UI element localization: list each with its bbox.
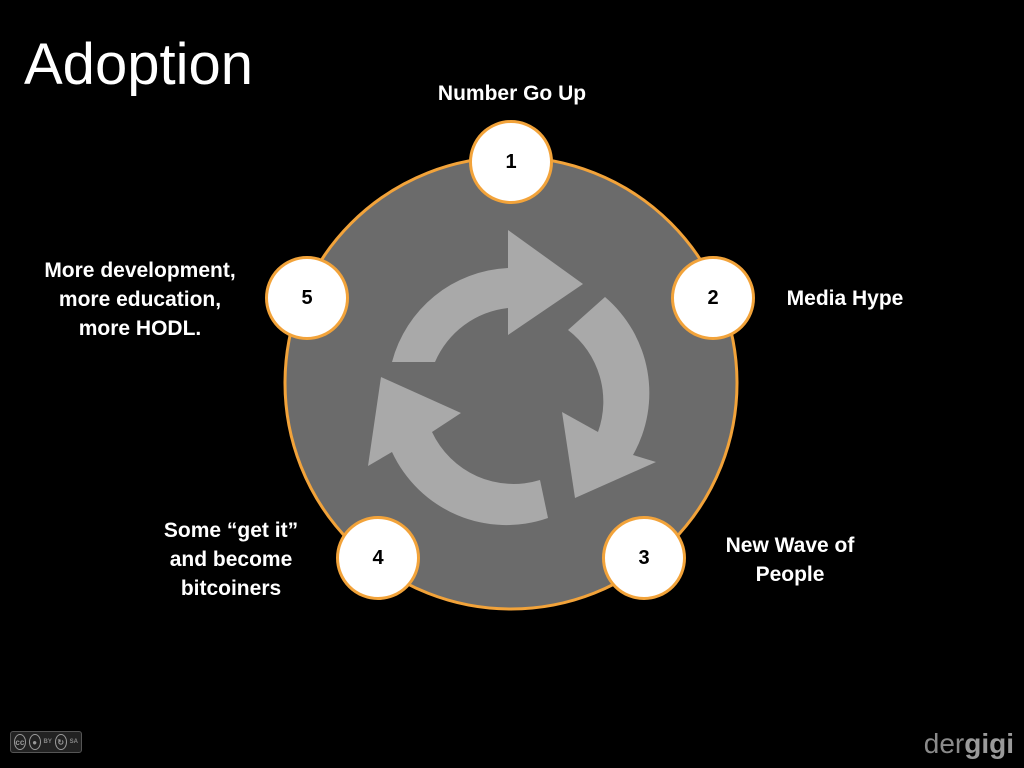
label-line: Some “get it”	[163, 519, 299, 542]
arrow-right	[562, 297, 656, 498]
label-line: more education,	[58, 288, 222, 311]
label-line: People	[755, 563, 825, 586]
label-line: New Wave of	[725, 534, 855, 557]
label-more-development: More development, more education, more H…	[20, 256, 260, 343]
label-line: Number Go Up	[437, 82, 587, 105]
node-number: 4	[372, 546, 384, 569]
node-5: 5	[265, 256, 349, 340]
recycle-arrows-icon	[368, 230, 656, 526]
label-number-go-up: Number Go Up	[412, 79, 612, 108]
label-line: and become	[169, 548, 293, 571]
label-line: Media Hype	[786, 287, 904, 310]
node-4: 4	[336, 516, 420, 600]
node-3: 3	[602, 516, 686, 600]
brand-logo: dergigi	[924, 730, 1014, 758]
node-1: 1	[469, 120, 553, 204]
node-2: 2	[671, 256, 755, 340]
by-icon: ●	[28, 734, 41, 750]
slide-title: Adoption	[24, 32, 253, 97]
cc-icon: cc	[14, 734, 26, 750]
label-line: bitcoiners	[180, 577, 282, 600]
arrow-left	[368, 377, 548, 526]
node-number: 5	[301, 286, 313, 309]
label-some-get-it: Some “get it” and become bitcoiners	[136, 516, 326, 603]
node-number: 2	[707, 286, 719, 309]
brand-suffix: gigi	[964, 728, 1014, 759]
license-sa: SA	[69, 739, 78, 745]
label-new-wave-of-people: New Wave of People	[700, 531, 880, 589]
node-number: 3	[638, 546, 650, 569]
node-number: 1	[505, 150, 517, 173]
cc-by-sa-icon: cc ● BY ↻ SA	[10, 731, 82, 753]
label-line: more HODL.	[78, 317, 202, 340]
label-line: More development,	[44, 259, 236, 282]
brand-prefix: der	[923, 728, 965, 759]
license-by: BY	[43, 739, 52, 745]
sa-icon: ↻	[54, 734, 67, 750]
arrow-top	[392, 230, 583, 362]
label-media-hype: Media Hype	[770, 284, 920, 313]
